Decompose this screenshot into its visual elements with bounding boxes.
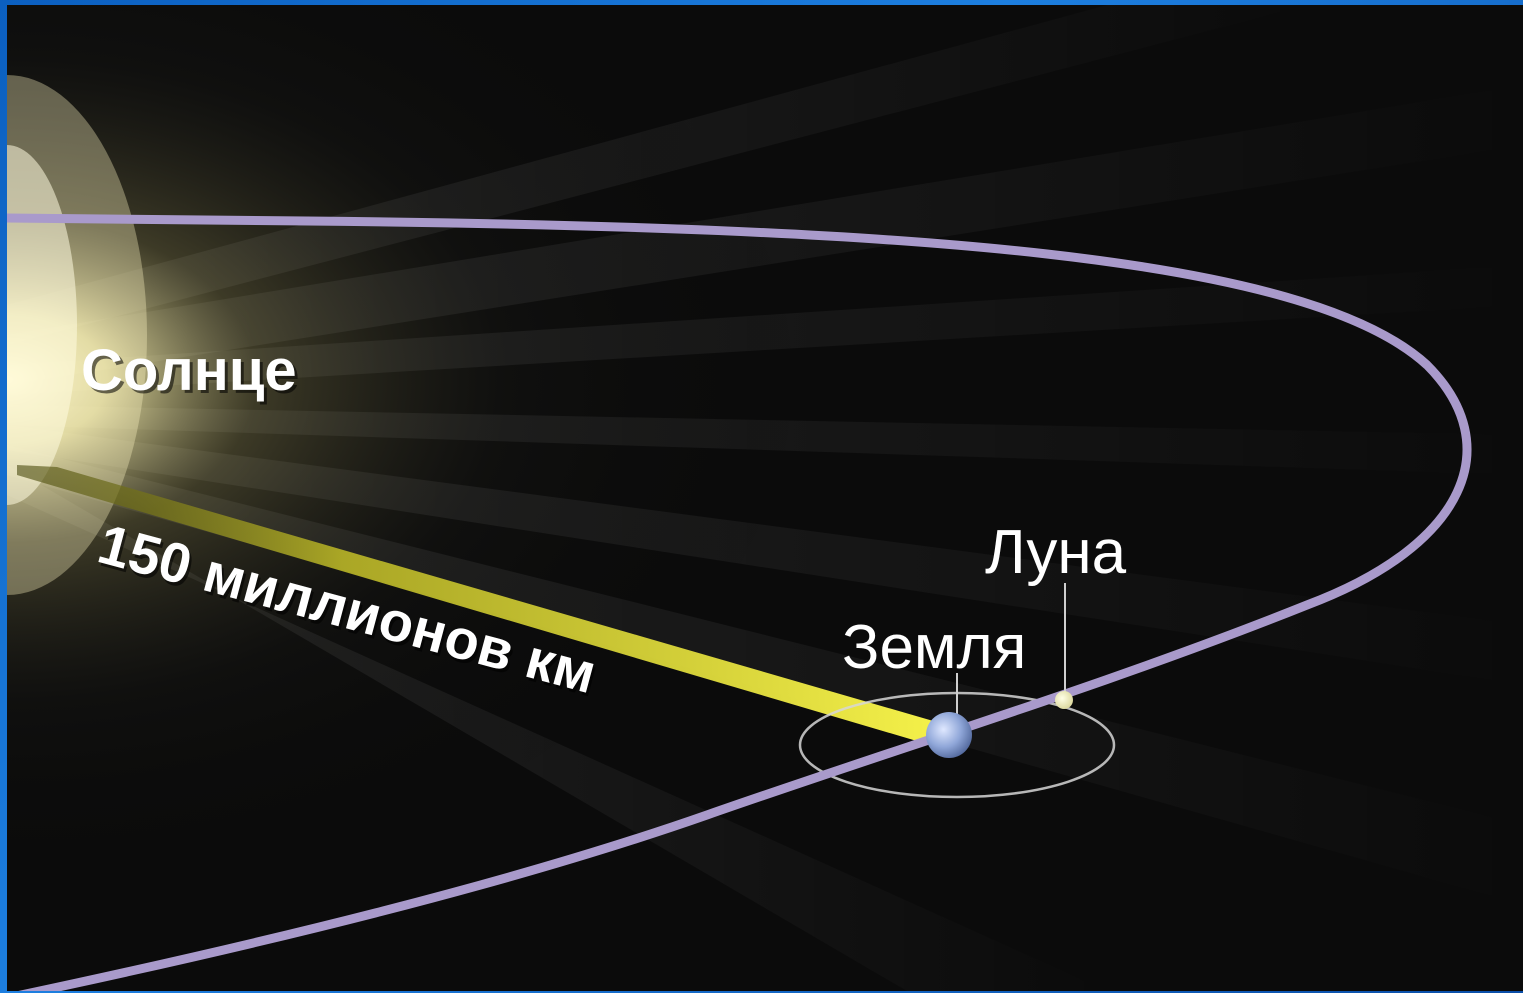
diagram-svg: Солнце Солнце 150 миллионов км 150 милли…	[7, 5, 1523, 991]
distance-beam	[17, 465, 947, 747]
sun-label: Солнце	[81, 338, 297, 403]
earth-label: Земля	[842, 613, 1026, 682]
sun-core	[7, 145, 77, 505]
moon-icon	[1055, 691, 1073, 709]
sun-glow	[7, 5, 1523, 991]
moon-label: Луна	[985, 518, 1127, 587]
orbit-diagram: Солнце Солнце 150 миллионов км 150 милли…	[7, 5, 1523, 991]
earth-orbit	[7, 213, 1472, 991]
sun-label-shadow: Солнце	[84, 341, 300, 406]
earth-icon	[926, 712, 972, 758]
